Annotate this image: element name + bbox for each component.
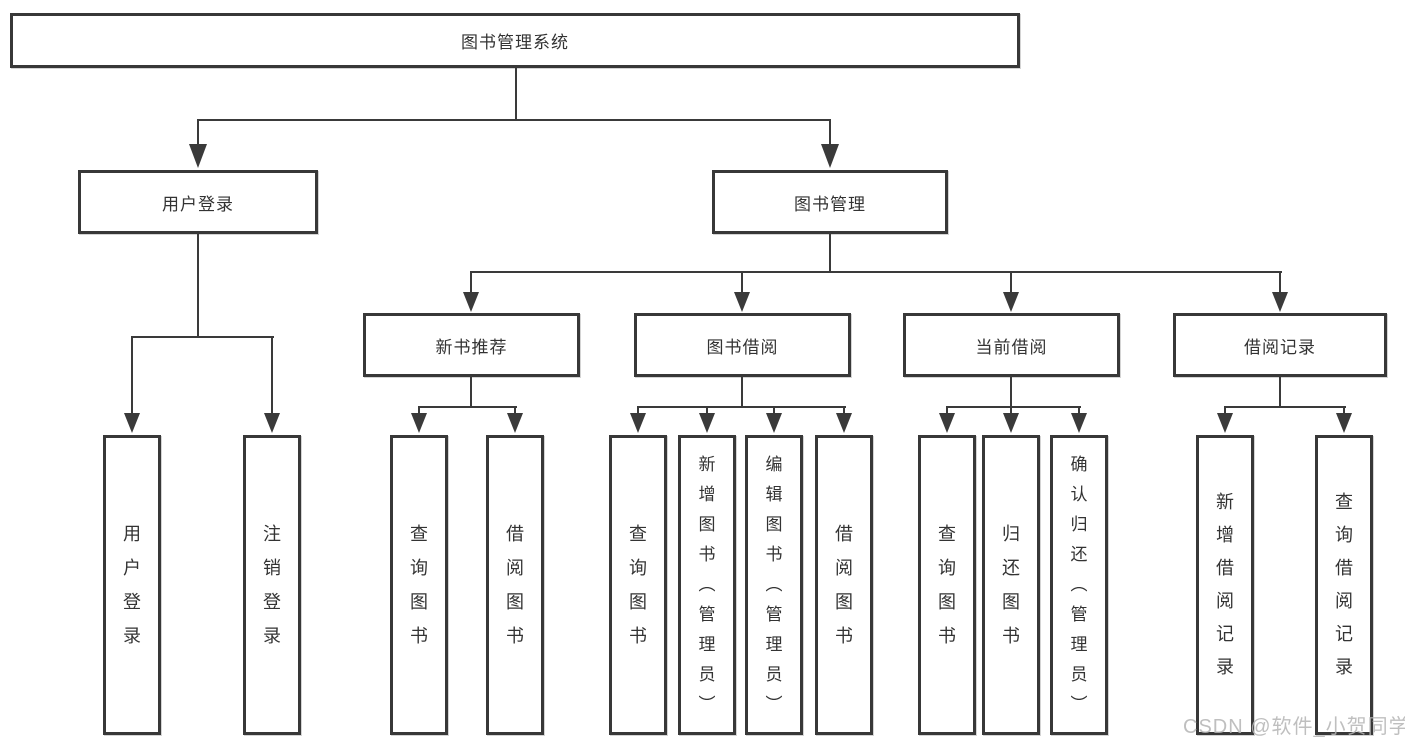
connector-drop-book-borrow bbox=[741, 271, 743, 295]
leaf-label: 用 户 登 录 bbox=[123, 524, 141, 646]
node-label: 用户登录 bbox=[162, 194, 234, 214]
csdn-watermark: CSDN @软件_小贺同学 bbox=[1183, 716, 1405, 738]
connector-book-management-bus bbox=[470, 271, 1282, 273]
leaf-logout: 注 销 登 录 bbox=[243, 435, 301, 735]
leaf-label: 查 询 图 书 bbox=[410, 524, 428, 646]
leaf-label: 新 增 借 阅 记 录 bbox=[1216, 492, 1234, 677]
connector-drop-borrow-records bbox=[1279, 271, 1281, 295]
leaf-add-borrow-record: 新 增 借 阅 记 录 bbox=[1196, 435, 1254, 735]
leaf-edit-book-admin: 编 辑 图 书 ︵ 管 理 员 ︶ bbox=[745, 435, 803, 735]
arrow-into-leaf-confirm-return bbox=[1071, 413, 1087, 433]
leaf-borrow-books-borrow: 借 阅 图 书 bbox=[815, 435, 873, 735]
connector-drop bbox=[1224, 406, 1226, 416]
arrow-into-leaf-borrow-books-2 bbox=[836, 413, 852, 433]
connector-drop bbox=[1078, 406, 1080, 416]
leaf-label: 编 辑 图 书 ︵ 管 理 员 ︶ bbox=[765, 455, 783, 714]
leaf-query-books-borrow: 查 询 图 书 bbox=[609, 435, 667, 735]
node-new-book-recommendation: 新书推荐 bbox=[363, 313, 580, 377]
node-label: 新书推荐 bbox=[435, 337, 508, 357]
connector-drop bbox=[843, 406, 845, 416]
node-label: 当前借阅 bbox=[975, 337, 1048, 357]
connector-drop bbox=[514, 406, 516, 416]
connector-drop bbox=[637, 406, 639, 416]
node-library-management-system: 图书管理系统 bbox=[10, 13, 1020, 68]
connector-borrow-records-stem bbox=[1279, 376, 1281, 407]
connector-drop-leaf-user-login bbox=[131, 336, 133, 414]
connector-root-bus bbox=[197, 119, 831, 121]
arrow-into-leaf-user-login bbox=[124, 413, 140, 433]
arrow-into-borrow-records bbox=[1272, 292, 1288, 312]
connector-drop bbox=[418, 406, 420, 416]
arrow-into-new-book bbox=[463, 292, 479, 312]
leaf-label: 借 阅 图 书 bbox=[835, 524, 853, 646]
arrow-into-leaf-return-book bbox=[1003, 413, 1019, 433]
leaf-return-book: 归 还 图 书 bbox=[982, 435, 1040, 735]
connector-book-borrow-bus bbox=[637, 406, 846, 408]
connector-drop-user-login bbox=[197, 119, 199, 149]
arrow-into-leaf-query-books-1 bbox=[411, 413, 427, 433]
arrow-into-leaf-query-record bbox=[1336, 413, 1352, 433]
connector-user-login-bus bbox=[131, 336, 274, 338]
arrow-into-leaf-logout bbox=[264, 413, 280, 433]
node-label: 借阅记录 bbox=[1244, 337, 1316, 357]
leaf-user-login: 用 户 登 录 bbox=[103, 435, 161, 735]
arrow-into-leaf-borrow-books-1 bbox=[507, 413, 523, 433]
connector-book-management-stem bbox=[829, 233, 831, 273]
leaf-label: 确 认 归 还 ︵ 管 理 员 ︶ bbox=[1070, 455, 1088, 714]
node-label: 图书借阅 bbox=[706, 337, 779, 357]
node-borrowing-records: 借阅记录 bbox=[1173, 313, 1387, 377]
connector-current-borrow-bus bbox=[946, 406, 1081, 408]
node-user-login: 用户登录 bbox=[78, 170, 318, 234]
leaf-label: 查 询 图 书 bbox=[938, 524, 956, 646]
leaf-label: 注 销 登 录 bbox=[263, 524, 281, 646]
connector-drop bbox=[706, 406, 708, 416]
node-current-borrowing: 当前借阅 bbox=[903, 313, 1120, 377]
leaf-add-book-admin: 新 增 图 书 ︵ 管 理 员 ︶ bbox=[678, 435, 736, 735]
arrow-into-leaf-query-books-2 bbox=[630, 413, 646, 433]
connector-drop-new-book bbox=[470, 271, 472, 295]
leaf-borrow-books-newbook: 借 阅 图 书 bbox=[486, 435, 544, 735]
arrow-into-current-borrow bbox=[1003, 292, 1019, 312]
connector-borrow-records-bus bbox=[1224, 406, 1346, 408]
connector-user-login-stem bbox=[197, 233, 199, 337]
connector-drop-book-management bbox=[829, 119, 831, 149]
leaf-label: 借 阅 图 书 bbox=[506, 524, 524, 646]
leaf-confirm-return-admin: 确 认 归 还 ︵ 管 理 员 ︶ bbox=[1050, 435, 1108, 735]
connector-new-book-stem bbox=[470, 376, 472, 407]
node-book-management: 图书管理 bbox=[712, 170, 948, 234]
leaf-label: 新 增 图 书 ︵ 管 理 员 ︶ bbox=[698, 455, 716, 714]
connector-book-borrow-stem bbox=[741, 376, 743, 407]
connector-root-stem bbox=[515, 68, 517, 120]
connector-drop-current-borrow bbox=[1010, 271, 1012, 295]
arrow-into-leaf-edit-book bbox=[766, 413, 782, 433]
arrow-into-user-login bbox=[189, 144, 207, 168]
node-label: 图书管理 bbox=[794, 194, 866, 214]
node-book-borrowing: 图书借阅 bbox=[634, 313, 851, 377]
leaf-query-borrow-record: 查 询 借 阅 记 录 bbox=[1315, 435, 1373, 735]
connector-drop-leaf-logout bbox=[271, 336, 273, 414]
arrow-into-leaf-query-books-3 bbox=[939, 413, 955, 433]
connector-new-book-bus bbox=[418, 406, 517, 408]
leaf-query-books-current: 查 询 图 书 bbox=[918, 435, 976, 735]
connector-drop bbox=[1343, 406, 1345, 416]
connector-drop bbox=[1010, 406, 1012, 416]
arrow-into-leaf-add-book bbox=[699, 413, 715, 433]
leaf-label: 查 询 图 书 bbox=[629, 524, 647, 646]
leaf-label: 查 询 借 阅 记 录 bbox=[1335, 492, 1353, 677]
leaf-label: 归 还 图 书 bbox=[1002, 524, 1020, 646]
arrow-into-book-borrow bbox=[734, 292, 750, 312]
connector-drop bbox=[946, 406, 948, 416]
connector-drop bbox=[773, 406, 775, 416]
node-label: 图书管理系统 bbox=[461, 33, 569, 52]
arrow-into-leaf-add-record bbox=[1217, 413, 1233, 433]
connector-current-borrow-stem bbox=[1010, 376, 1012, 407]
arrow-into-book-management bbox=[821, 144, 839, 168]
leaf-query-books-newbook: 查 询 图 书 bbox=[390, 435, 448, 735]
